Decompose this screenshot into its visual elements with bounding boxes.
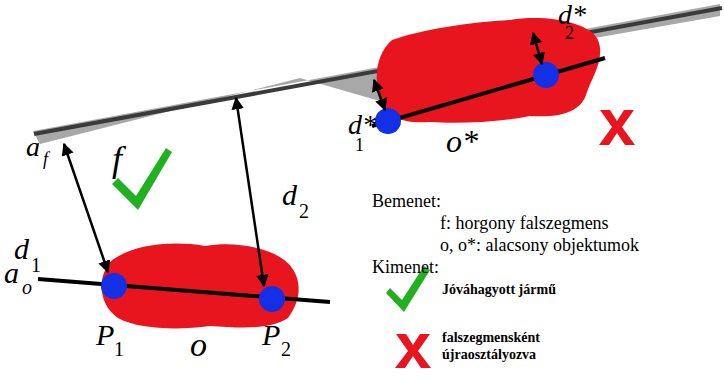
distance-arrow (64, 144, 108, 272)
wall-line (34, 8, 722, 134)
segment-label: f (112, 140, 122, 180)
object-axis (38, 279, 330, 302)
legend-heading: Kimenet: (372, 258, 439, 278)
subscript: f (43, 150, 48, 170)
subscript: 2 (281, 338, 291, 360)
distance-arrow (533, 33, 542, 64)
point-dot (533, 62, 559, 88)
legend-text: falszegmensként újraosztályozva (442, 330, 560, 364)
legend-text: Jóváhagyott jármű (442, 282, 642, 299)
subscript: 2 (299, 200, 309, 222)
subscript: 2 (565, 24, 574, 44)
distance-arrow (374, 80, 385, 110)
object-label: o* (446, 124, 478, 159)
point-dot (259, 286, 285, 312)
legend-note: o, o*: alacsony objektumok (440, 236, 639, 256)
cross-mark (395, 334, 431, 368)
point-label: P (262, 318, 280, 351)
legend-note: f: horgony falszegmens (440, 214, 609, 234)
anchor-axis-label: a (26, 132, 40, 163)
object-label: o (190, 326, 207, 363)
distance-label: d (282, 178, 297, 211)
point-dot (375, 108, 401, 134)
object-axis-label: a (4, 256, 19, 289)
subscript: 1 (355, 136, 364, 156)
subscript: 1 (114, 338, 124, 360)
subscript: 1 (31, 254, 41, 276)
point-dot (101, 273, 127, 299)
cross-mark (599, 110, 635, 145)
distance-arrow (236, 98, 264, 286)
object-axis (372, 58, 605, 126)
legend-heading: Bemenet: (372, 192, 441, 212)
wall-band (33, 4, 720, 144)
subscript: o (22, 276, 32, 298)
point-label: P (96, 318, 114, 351)
